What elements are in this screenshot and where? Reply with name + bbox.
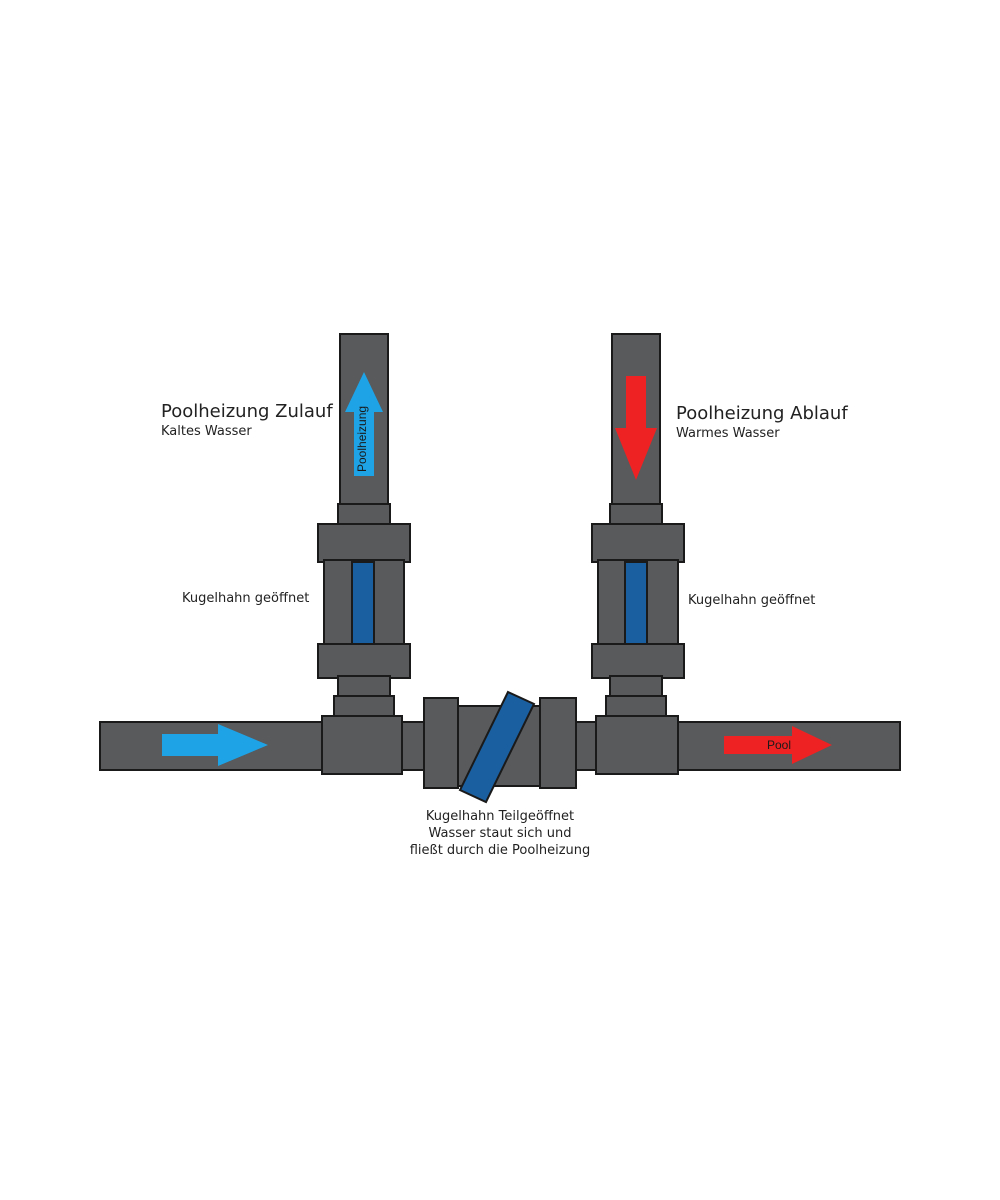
- right-pipe-collar-top: [609, 503, 663, 527]
- right-valve-handle: [624, 561, 648, 645]
- left-pipe-collar-top: [337, 503, 391, 527]
- flow-arrow-up-cold-icon: [345, 372, 383, 476]
- middle-valve-right-nut: [539, 697, 577, 789]
- outlet-subtitle: Warmes Wasser: [676, 426, 780, 441]
- outlet-title: Poolheizung Ablauf: [676, 403, 848, 424]
- valve-middle-line-3: fließt durch die Poolheizung: [409, 843, 591, 858]
- right-valve-upper-nut: [591, 523, 685, 563]
- arrow-up-label: Poolheizung: [355, 406, 369, 472]
- flow-arrow-down-hot-icon: [615, 376, 657, 480]
- middle-valve-left-nut: [423, 697, 459, 789]
- middle-valve-handle-tilted: [458, 690, 536, 804]
- left-valve-lower-nut: [317, 643, 411, 679]
- left-valve-upper-nut: [317, 523, 411, 563]
- flow-arrow-right-hot-icon: [724, 726, 832, 764]
- arrow-pool-label: Pool: [767, 738, 791, 752]
- valve-right-label: Kugelhahn geöffnet: [688, 593, 816, 608]
- inlet-title: Poolheizung Zulauf: [161, 401, 333, 422]
- flow-arrow-right-cold-icon: [162, 724, 268, 766]
- inlet-subtitle: Kaltes Wasser: [161, 424, 252, 439]
- valve-middle-label: Kugelhahn Teilgeöffnet Wasser staut sich…: [380, 808, 620, 859]
- left-tee-fitting: [321, 715, 403, 775]
- valve-middle-line-1: Kugelhahn Teilgeöffnet: [425, 809, 575, 824]
- left-pipe-collar-bottom: [337, 675, 391, 699]
- valve-left-label: Kugelhahn geöffnet: [182, 591, 310, 606]
- right-tee-socket: [605, 695, 667, 719]
- right-valve-lower-nut: [591, 643, 685, 679]
- left-tee-socket: [333, 695, 395, 719]
- valve-middle-line-2: Wasser staut sich und: [428, 826, 572, 841]
- right-tee-fitting: [595, 715, 679, 775]
- right-pipe-collar-bottom: [609, 675, 663, 699]
- left-valve-handle: [351, 561, 375, 645]
